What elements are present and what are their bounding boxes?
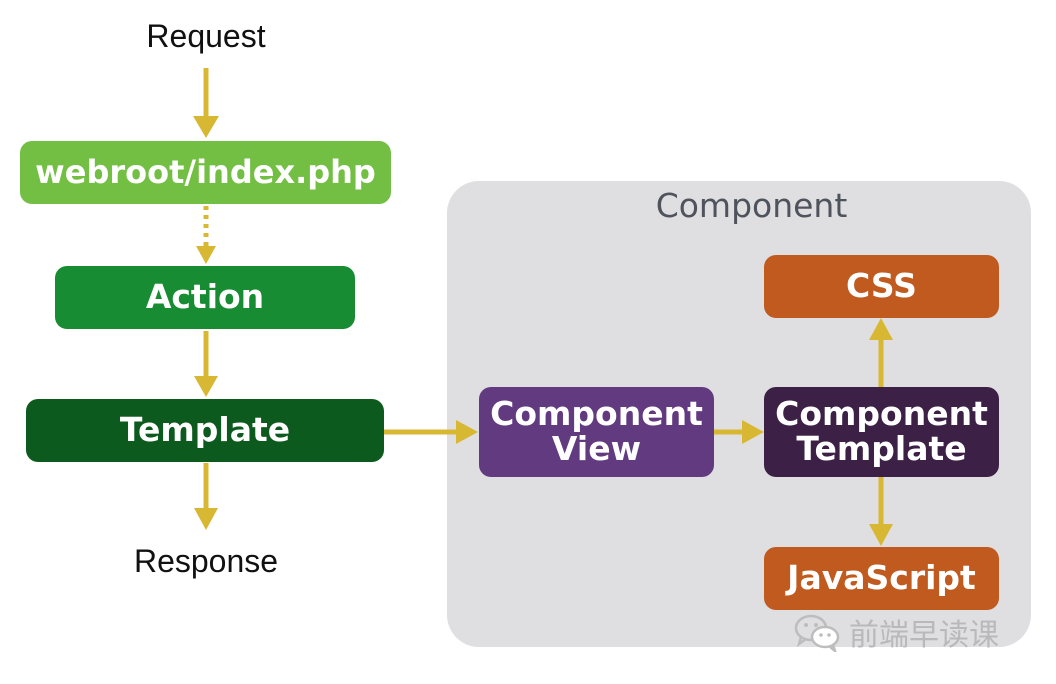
component-view-line1: Component [490, 394, 703, 434]
action-box: Action [55, 266, 355, 329]
component-container-title: Component [655, 186, 848, 225]
arrow-entry-to-action-dotted [196, 206, 216, 264]
component-template-line2: Template [796, 429, 967, 468]
component-template-line1: Component [775, 394, 988, 434]
css-box: CSS [764, 255, 999, 318]
component-template-box: Component Template [764, 387, 999, 477]
component-view-box: Component View [479, 387, 714, 477]
wechat-icon [794, 614, 840, 652]
request-label: Request [146, 18, 266, 54]
template-box: Template [26, 399, 384, 462]
component-view-line2: View [551, 429, 642, 468]
javascript-box: JavaScript [764, 547, 999, 610]
watermark-text: 前端早读课 [849, 618, 999, 653]
entry-box: webroot/index.php [20, 141, 391, 204]
watermark: 前端早读课 [793, 610, 999, 654]
arrow-component-template-to-javascript [869, 477, 893, 546]
arrow-action-to-template [194, 331, 218, 397]
arrow-component-template-to-css [869, 318, 893, 387]
arrow-template-to-component-view [384, 420, 478, 444]
arrow-template-to-response [194, 463, 218, 530]
arrow-view-to-component-template [714, 420, 764, 444]
arrow-request-to-entry [193, 68, 219, 138]
response-label: Response [133, 543, 279, 579]
